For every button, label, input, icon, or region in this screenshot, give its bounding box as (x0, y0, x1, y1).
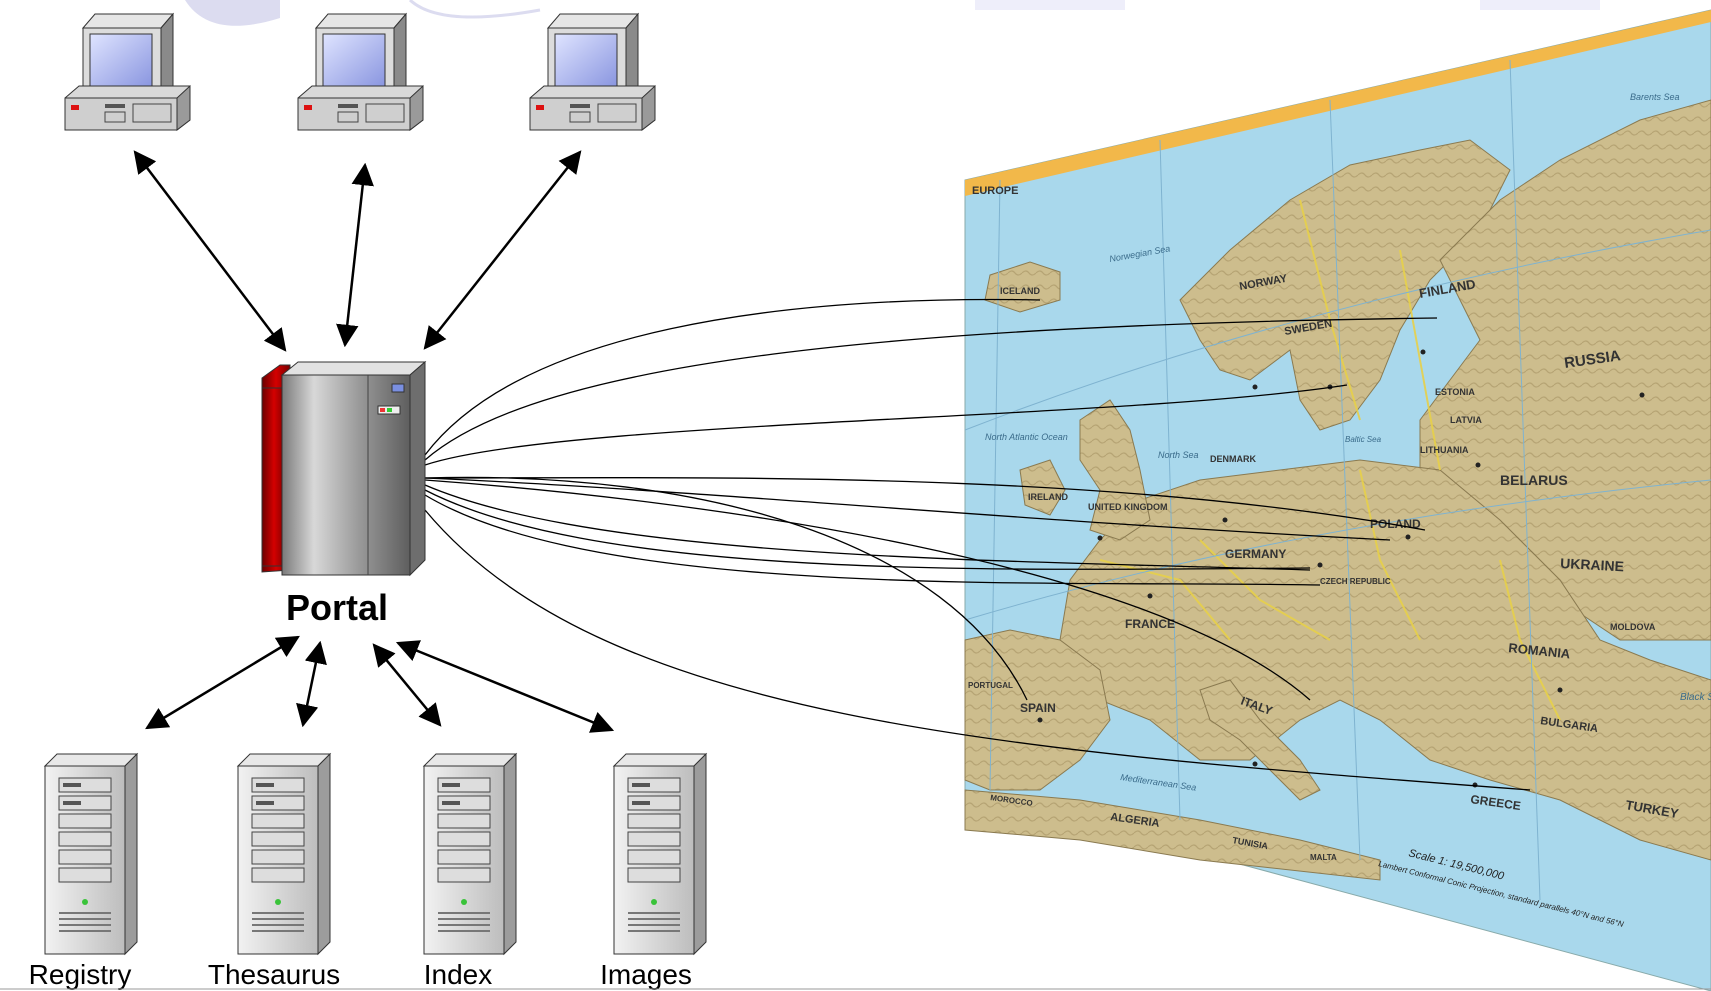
tower-server-icon (43, 752, 139, 956)
map-sea-north: North Sea (1158, 450, 1199, 460)
workstation-1[interactable] (64, 12, 191, 132)
map-city-markers (1037, 349, 1645, 788)
map-country-romania: ROMANIA (1508, 640, 1572, 661)
europe-map[interactable]: EUROPE FINLAND SWEDEN NORWAY RUSSIA ESTO… (964, 9, 1711, 991)
map-country-ukraine: UKRAINE (1560, 555, 1625, 574)
map-country-united-kingdom: UNITED KINGDOM (1088, 502, 1168, 512)
map-sea-barents: Barents Sea (1630, 92, 1680, 102)
map-country-latvia: LATVIA (1450, 415, 1482, 425)
service-index[interactable]: Index (422, 752, 518, 990)
map-title: EUROPE (972, 185, 1018, 197)
service-label-index: Index (424, 959, 493, 990)
map-country-ireland: IRELAND (1028, 492, 1068, 502)
tower-server-icon (236, 752, 332, 956)
background-decoration (185, 0, 1600, 26)
service-label-thesaurus: Thesaurus (208, 959, 340, 990)
portal-service-arrows (145, 635, 615, 733)
map-country-czech-republic: CZECH REPUBLIC (1320, 577, 1391, 586)
service-label-registry: Registry (29, 959, 132, 990)
tower-server-icon (612, 752, 708, 956)
map-graticule (964, 59, 1711, 901)
map-country-moldova: MOLDOVA (1610, 622, 1656, 632)
desktop-computer-icon (64, 12, 191, 132)
workstation-3[interactable] (529, 12, 656, 132)
map-sea-baltic: Baltic Sea (1345, 435, 1382, 444)
map-sea-atlantic: North Atlantic Ocean (985, 432, 1068, 442)
map-country-poland: POLAND (1370, 517, 1421, 531)
client-portal-arrows (133, 150, 582, 352)
portal-label: Portal (286, 587, 388, 628)
service-thesaurus[interactable]: Thesaurus (208, 752, 340, 990)
map-landmasses (964, 99, 1711, 881)
map-country-estonia: ESTONIA (1435, 387, 1475, 397)
tower-server-icon (422, 752, 518, 956)
map-country-france: FRANCE (1125, 617, 1175, 631)
map-country-malta: MALTA (1310, 853, 1337, 862)
map-title-banner (965, 10, 1711, 196)
service-label-images: Images (600, 959, 692, 990)
map-country-germany: GERMANY (1225, 547, 1286, 561)
map-country-lithuania: LITHUANIA (1420, 445, 1469, 455)
service-images[interactable]: Images (600, 752, 708, 990)
portal-to-map-connections (424, 298, 1531, 791)
mainframe-server-icon (261, 360, 427, 577)
map-country-spain: SPAIN (1020, 701, 1056, 715)
map-sea-black: Black Sea (1680, 692, 1711, 703)
workstation-2[interactable] (297, 12, 424, 132)
map-country-portugal: PORTUGAL (968, 681, 1013, 690)
map-country-greece: GREECE (1470, 792, 1522, 813)
service-registry[interactable]: Registry (29, 752, 139, 990)
map-country-iceland: ICELAND (1000, 286, 1040, 296)
desktop-computer-icon (529, 12, 656, 132)
portal-server[interactable]: Portal (261, 360, 427, 628)
map-country-belarus: BELARUS (1500, 472, 1568, 488)
desktop-computer-icon (297, 12, 424, 132)
map-country-denmark: DENMARK (1210, 454, 1256, 464)
